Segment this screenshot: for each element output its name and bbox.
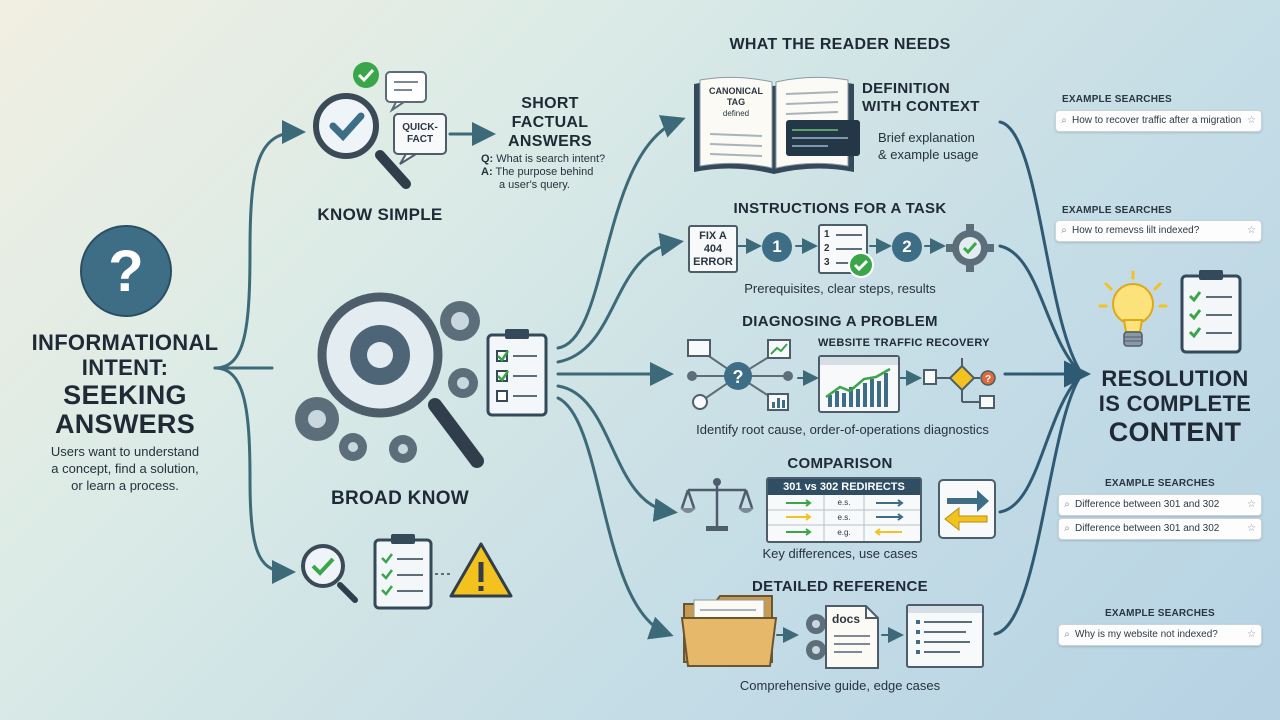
star-icon: ☆ [1247,629,1256,640]
example-searches-header-3: EXAMPLE SEARCHES [1105,478,1215,489]
question-badge: ? [80,225,172,317]
clipboard-icon [1180,268,1242,354]
definition-desc: Brief explanation & example usage [878,130,979,162]
search-icon: ⌕ [1064,629,1070,640]
traffic-chart-card [818,355,900,413]
gear-icon [295,301,480,463]
table-cell-1: e.s. [837,498,851,507]
star-icon: ☆ [1247,115,1256,126]
search-icon: ⌕ [1061,225,1067,236]
broad-know-label: BROAD KNOW [330,488,470,509]
example-search-3[interactable]: ⌕Difference between 301 and 302☆ [1058,494,1262,516]
bottom-left-icons [295,530,520,610]
check-badge-icon [848,252,874,278]
gear-check-icon [944,222,996,274]
qa-example: Q: What is search intent? A: The purpose… [481,153,606,191]
list-num-2: 2 [824,243,830,254]
star-icon: ☆ [1247,499,1256,510]
diagnosis-network-icon: ? [684,336,799,416]
check-badge-icon [353,62,379,88]
trend-chart-icon [820,357,898,407]
example-searches-header-1: EXAMPLE SEARCHES [1062,94,1172,105]
know-simple-illustration: QUICK- FACT [308,60,458,200]
reader-needs-header: WHAT THE READER NEEDS [729,36,951,53]
reference-list-card [906,604,984,668]
step-2-badge: 2 [892,232,922,262]
definition-title: DEFINITION WITH CONTEXT [862,80,980,115]
know-simple-label: KNOW SIMPLE [317,205,443,224]
flowchart-icon: ? [920,352,1000,412]
docs-label: docs [832,612,861,626]
list-num-3: 3 [824,257,830,268]
star-icon: ☆ [1247,225,1256,236]
magnifier-icon [301,544,358,603]
comparison-title: COMPARISON [787,455,893,472]
example-searches-header-2: EXAMPLE SEARCHES [1062,205,1172,216]
warning-icon [449,542,513,598]
docs-icon: docs [804,604,882,670]
broad-know-illustration [285,285,565,475]
reference-caption: Comprehensive guide, edge cases [739,678,941,693]
list-num-1: 1 [824,229,830,240]
clipboard-icon [486,329,548,417]
comparison-caption: Key differences, use cases [762,546,918,561]
quick-fact-text-1: QUICK- [402,122,438,133]
search-icon: ⌕ [1064,523,1070,534]
search-icon: ⌕ [1061,115,1067,126]
question-mark-icon: ? [80,225,172,317]
star-icon: ☆ [1247,523,1256,534]
diagnosing-title: DIAGNOSING A PROBLEM [742,313,938,330]
magnifier-icon [317,292,484,468]
step-1-badge: 1 [762,232,792,262]
fix-error-card: FIX A 404 ERROR [688,225,738,273]
table-cell-3: e.g. [837,528,851,537]
instructions-caption: Prerequisites, clear steps, results [744,281,936,296]
book-text-3: defined [722,109,750,118]
resolution-title: RESOLUTION IS COMPLETE CONTENT [1098,366,1252,447]
intent-description: Users want to understand a concept, find… [50,444,200,493]
clipboard-icon [373,534,433,610]
diagnosing-caption: Identify root cause, order-of-operations… [696,422,989,437]
lightbulb-icon [1098,270,1168,352]
example-search-5[interactable]: ⌕Why is my website not indexed?☆ [1058,624,1262,646]
example-searches-header-4: EXAMPLE SEARCHES [1105,608,1215,619]
redirect-comparison-table: 301 vs 302 REDIRECTS e.s. e.s. e.g. [766,477,922,543]
scales-icon [680,476,754,534]
book-text-2: TAG [726,97,746,107]
quick-fact-bubble [393,113,447,165]
instructions-title: INSTRUCTIONS FOR A TASK [733,200,947,217]
gear-icon [806,614,826,660]
swap-arrows-icon [937,478,997,540]
chat-bubble-icon [385,71,427,113]
svg-text:?: ? [108,239,143,304]
intent-title: INFORMATIONAL INTENT: SEEKING ANSWERS [31,330,219,439]
quick-fact-text-2: FACT [406,134,434,145]
short-answers-title: SHORT FACTUAL ANSWERS [508,95,592,150]
search-icon: ⌕ [1064,499,1070,510]
example-search-4[interactable]: ⌕Difference between 301 and 302☆ [1058,518,1262,540]
magnifier-icon [313,93,411,189]
folder-icon [680,588,780,668]
svg-text:?: ? [985,374,991,385]
diagnosing-subtitle: WEBSITE TRAFFIC RECOVERY [818,337,990,349]
table-cell-2: e.s. [837,513,851,522]
table-title: 301 vs 302 REDIRECTS [768,479,920,495]
example-search-1[interactable]: ⌕How to recover traffic after a migratio… [1055,110,1262,132]
example-search-2[interactable]: ⌕How to remevss lilt indexed?☆ [1055,220,1262,242]
book-illustration: CANONICAL TAG defined [688,72,863,180]
book-text-1: CANONICAL [709,86,763,96]
reference-title: DETAILED REFERENCE [752,578,928,595]
svg-text:?: ? [733,367,744,387]
